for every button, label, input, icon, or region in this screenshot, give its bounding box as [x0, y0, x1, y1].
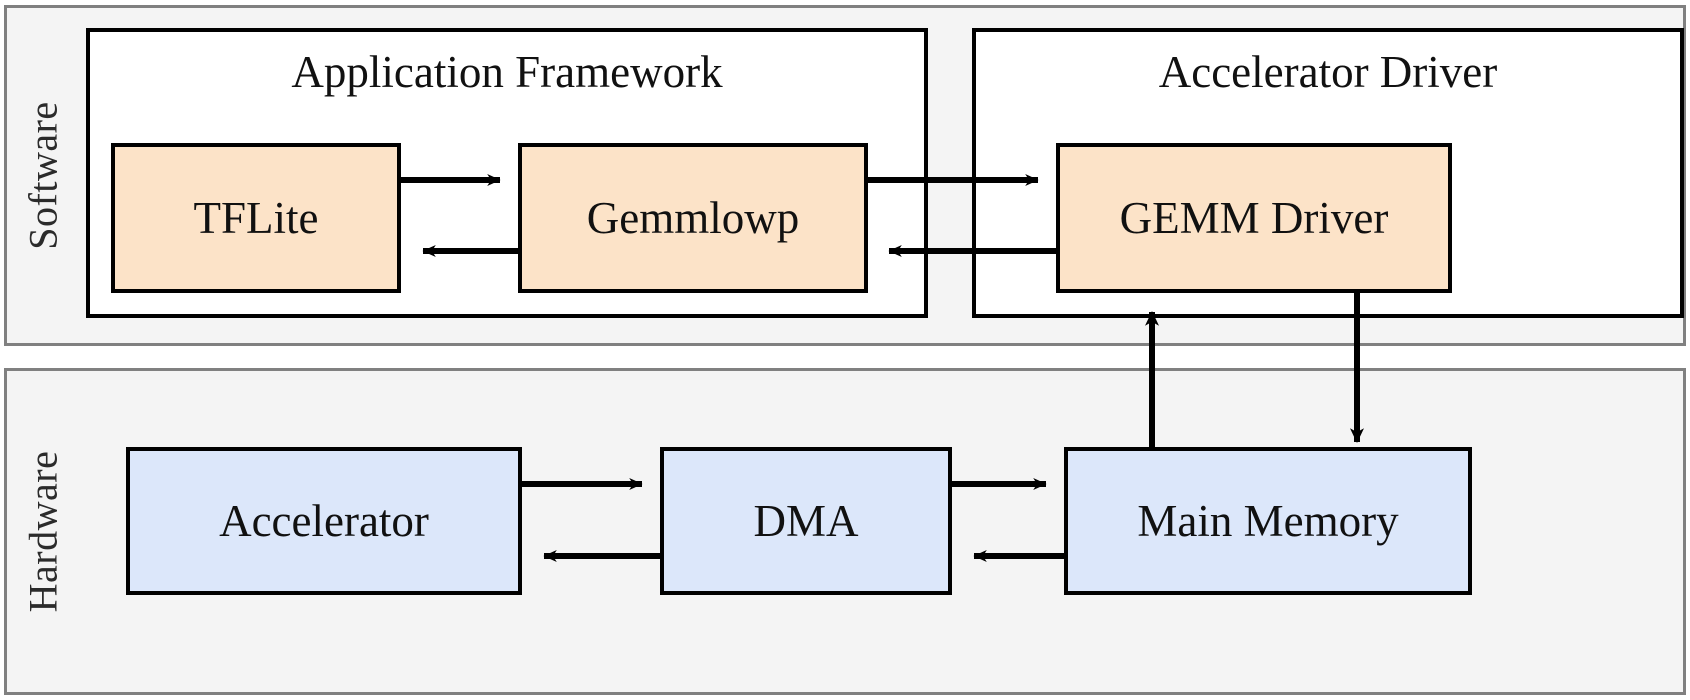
block-gemm-driver-label: GEMM Driver: [1119, 193, 1389, 243]
software-layer-label: Software: [7, 8, 79, 343]
block-gemm-driver[interactable]: GEMM Driver: [1056, 143, 1452, 293]
hardware-layer-label: Hardware: [7, 371, 79, 692]
block-accelerator-label: Accelerator: [219, 496, 429, 546]
block-dma[interactable]: DMA: [660, 447, 952, 595]
software-layer-label-text: Software: [20, 101, 66, 250]
block-tflite[interactable]: TFLite: [111, 143, 401, 293]
application-framework-title: Application Framework: [291, 47, 723, 97]
block-gemmlowp[interactable]: Gemmlowp: [518, 143, 868, 293]
block-accelerator[interactable]: Accelerator: [126, 447, 522, 595]
block-dma-label: DMA: [753, 496, 859, 546]
accelerator-driver-title: Accelerator Driver: [1158, 47, 1498, 97]
block-main-memory-label: Main Memory: [1137, 496, 1399, 546]
block-main-memory[interactable]: Main Memory: [1064, 447, 1472, 595]
block-gemmlowp-label: Gemmlowp: [586, 193, 800, 243]
hardware-layer-label-text: Hardware: [20, 450, 66, 613]
block-tflite-label: TFLite: [193, 193, 319, 243]
